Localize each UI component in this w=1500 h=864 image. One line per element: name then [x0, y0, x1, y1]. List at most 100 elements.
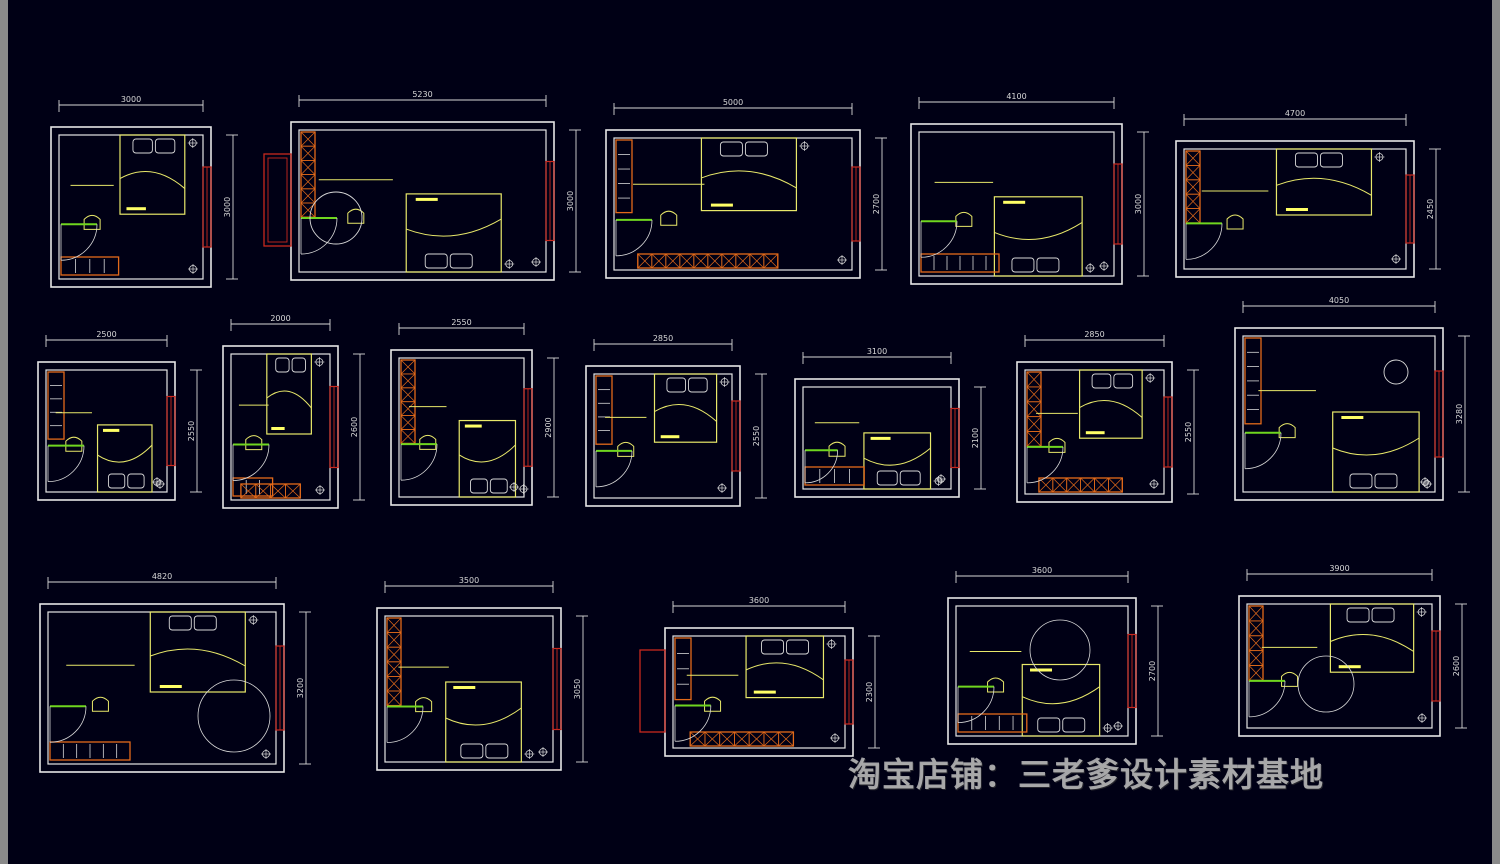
- height-dimension-label: 3280: [1455, 404, 1464, 424]
- door: [920, 220, 958, 258]
- door: [1026, 445, 1064, 484]
- height-dimension-label: 2100: [971, 428, 980, 448]
- height-dimension: 2300: [865, 635, 880, 749]
- door: [595, 449, 633, 488]
- chair: [660, 210, 678, 226]
- wardrobe: [615, 139, 633, 214]
- lamp-icon: [524, 749, 535, 759]
- bed: [1329, 603, 1415, 673]
- lamp-icon: [314, 357, 325, 367]
- chair: [1048, 437, 1066, 453]
- furniture-accent: [102, 428, 120, 432]
- bed: [119, 134, 186, 215]
- width-dimension: 2850: [593, 334, 733, 351]
- furniture-accent: [1030, 668, 1053, 672]
- outer-wall: [290, 121, 555, 281]
- balcony-inner: [267, 157, 288, 243]
- furniture-accent: [870, 436, 891, 440]
- lamp-icon: [1102, 723, 1113, 733]
- bed: [458, 419, 517, 498]
- floor-plan-drawing: 3000300052303000500027004100300047002450…: [37, 90, 1470, 773]
- lamp-icon: [936, 474, 946, 484]
- lamp-icon: [187, 138, 198, 148]
- lamp-icon: [504, 259, 515, 269]
- storage-cabinet: [689, 731, 795, 747]
- window: [545, 160, 555, 242]
- window: [1405, 174, 1415, 244]
- door: [386, 705, 424, 743]
- height-dimension-label: 2550: [1184, 422, 1193, 442]
- room-plan-3: 5000 2700: [605, 98, 887, 279]
- width-dimension-label: 3500: [459, 576, 479, 585]
- bed: [993, 196, 1083, 277]
- window: [166, 395, 176, 467]
- height-dimension: 2600: [350, 353, 365, 501]
- furniture-accent: [660, 435, 680, 439]
- window: [329, 385, 339, 469]
- wardrobe: [1244, 337, 1262, 425]
- lamp-icon: [1417, 713, 1427, 723]
- height-dimension-label: 3200: [296, 678, 305, 698]
- door: [49, 705, 87, 743]
- lamp-icon: [538, 747, 548, 757]
- lamp-icon: [826, 639, 837, 649]
- room-plan-9: 2850 2550: [585, 334, 767, 507]
- lamp-icon: [315, 485, 325, 495]
- height-dimension-label: 3000: [223, 197, 232, 217]
- width-dimension-label: 2850: [653, 334, 673, 343]
- wardrobe: [49, 741, 131, 761]
- lamp-icon: [719, 377, 730, 387]
- wardrobe: [60, 256, 120, 276]
- wardrobe: [674, 637, 692, 701]
- chair: [347, 208, 365, 224]
- round-rug: [1297, 655, 1355, 713]
- door: [400, 443, 438, 481]
- bed: [445, 681, 522, 763]
- height-dimension: 2550: [1184, 369, 1199, 495]
- chair: [1226, 214, 1244, 230]
- width-dimension-label: 5230: [412, 90, 432, 99]
- width-dimension-label: 5000: [723, 98, 743, 107]
- height-dimension: 3280: [1455, 335, 1470, 493]
- lamp-icon: [188, 264, 198, 274]
- width-dimension: 3900: [1246, 564, 1433, 581]
- height-dimension-label: 3000: [566, 191, 575, 211]
- inner-wall: [298, 129, 547, 273]
- window: [1127, 633, 1137, 709]
- width-dimension: 3600: [955, 566, 1129, 583]
- height-dimension-label: 2600: [1452, 656, 1461, 676]
- door: [957, 685, 995, 723]
- window: [552, 647, 562, 731]
- height-dimension: 2550: [752, 373, 767, 499]
- lamp-icon: [518, 484, 529, 494]
- width-dimension-label: 2500: [96, 330, 116, 339]
- round-rug: [197, 679, 271, 753]
- door: [47, 444, 85, 483]
- furniture-accent: [1341, 416, 1364, 419]
- storage-cabinet: [386, 617, 402, 707]
- room-plan-10: 3100 2100: [794, 347, 986, 498]
- chair: [617, 441, 635, 457]
- lamp-icon: [933, 476, 944, 486]
- lamp-icon: [1420, 477, 1430, 487]
- height-dimension: 2900: [544, 357, 559, 498]
- furniture-accent: [1003, 200, 1026, 204]
- lamp-icon: [830, 733, 840, 743]
- height-dimension: 2700: [872, 137, 887, 271]
- window: [1163, 396, 1173, 468]
- width-dimension: 3100: [802, 347, 952, 364]
- door: [1248, 679, 1286, 718]
- chair: [83, 214, 101, 230]
- lamp-icon: [1099, 261, 1109, 271]
- wardrobe: [957, 713, 1028, 733]
- height-dimension: 3200: [296, 611, 311, 765]
- lamp-icon: [799, 141, 810, 151]
- wardrobe: [920, 253, 1000, 273]
- furniture-accent: [453, 686, 476, 689]
- chair: [704, 696, 722, 712]
- height-dimension-label: 2550: [752, 426, 761, 446]
